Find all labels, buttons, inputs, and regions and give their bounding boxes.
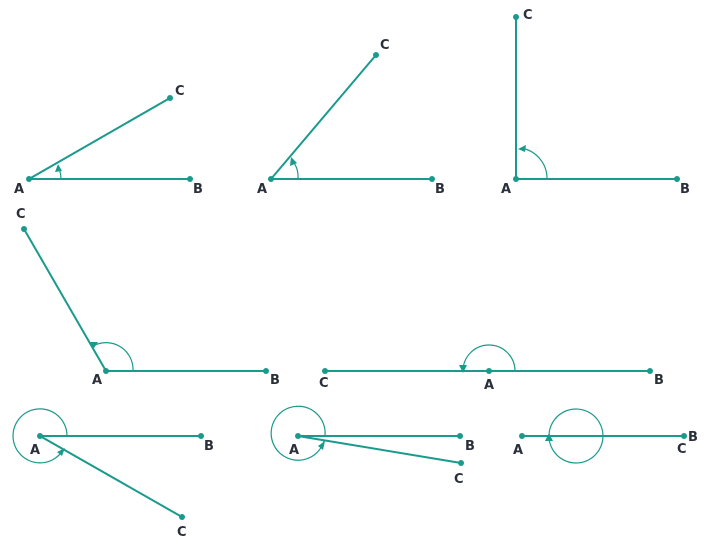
- point-bc: [681, 433, 687, 439]
- point-c: [373, 52, 379, 58]
- label-a: A: [484, 378, 494, 393]
- point-c: [167, 95, 173, 101]
- label-b: B: [435, 182, 445, 197]
- angle-arc: [520, 147, 548, 180]
- angle-arc: [270, 405, 326, 461]
- arc-arrowhead: [459, 365, 467, 373]
- arc-arrowhead: [545, 433, 553, 441]
- angle-reflex-2: A B C: [270, 405, 475, 487]
- angle-obtuse: A B C: [16, 207, 280, 388]
- point-b: [647, 368, 653, 374]
- label-c: C: [454, 472, 464, 487]
- label-c: C: [177, 525, 187, 540]
- point-a: [103, 368, 109, 374]
- point-c: [322, 368, 328, 374]
- angle-arc: [548, 408, 604, 464]
- label-b: B: [465, 439, 475, 454]
- arc-arrowhead: [518, 145, 526, 152]
- angle-right: A B C: [501, 8, 690, 197]
- label-a: A: [289, 443, 299, 458]
- angle-full: A B C: [513, 408, 698, 464]
- point-c: [179, 514, 185, 520]
- angle-reflex-1: A B C: [12, 408, 214, 540]
- angle-acute-large: A B C: [257, 38, 445, 197]
- label-c: C: [16, 207, 26, 222]
- point-b: [674, 176, 680, 182]
- label-b: B: [270, 373, 280, 388]
- label-a: A: [14, 182, 24, 197]
- point-b: [457, 433, 463, 439]
- label-c: C: [380, 38, 390, 53]
- angle-arc: [462, 344, 516, 372]
- angle-arc: [92, 342, 134, 372]
- angle-acute-small: A B C: [14, 84, 203, 197]
- label-b: B: [204, 439, 214, 454]
- point-a: [26, 176, 32, 182]
- point-b: [187, 176, 193, 182]
- label-b: B: [193, 182, 203, 197]
- point-a: [519, 433, 525, 439]
- label-a: A: [30, 443, 40, 458]
- ray-ac: [23, 228, 107, 372]
- point-a: [295, 433, 301, 439]
- arc-arrowhead: [55, 164, 62, 172]
- arc-arrowhead: [290, 157, 297, 166]
- label-b: B: [654, 373, 664, 388]
- point-c: [21, 226, 27, 232]
- point-c: [458, 460, 464, 466]
- point-c: [513, 14, 519, 20]
- label-a: A: [513, 443, 523, 458]
- label-c: C: [319, 376, 329, 391]
- label-a: A: [92, 373, 102, 388]
- ray-ac: [39, 435, 183, 518]
- point-a: [486, 368, 492, 374]
- label-b: B: [688, 430, 698, 445]
- angle-arc: [12, 408, 68, 464]
- label-c: C: [175, 84, 185, 99]
- ray-ac: [297, 435, 462, 464]
- point-a: [513, 176, 519, 182]
- ray-ac: [270, 54, 377, 180]
- label-b: B: [680, 182, 690, 197]
- label-a: A: [501, 182, 511, 197]
- label-c: C: [677, 442, 687, 457]
- arc-arrowhead: [89, 342, 98, 348]
- arc-arrowhead: [318, 441, 325, 450]
- point-b: [263, 368, 269, 374]
- point-b: [198, 433, 204, 439]
- ray-ac: [28, 97, 171, 180]
- label-a: A: [257, 182, 267, 197]
- label-c: C: [523, 8, 533, 23]
- point-b: [429, 176, 435, 182]
- angle-straight: C A B: [319, 344, 664, 393]
- point-a: [268, 176, 274, 182]
- arc-arrowhead: [57, 448, 65, 456]
- point-a: [37, 433, 43, 439]
